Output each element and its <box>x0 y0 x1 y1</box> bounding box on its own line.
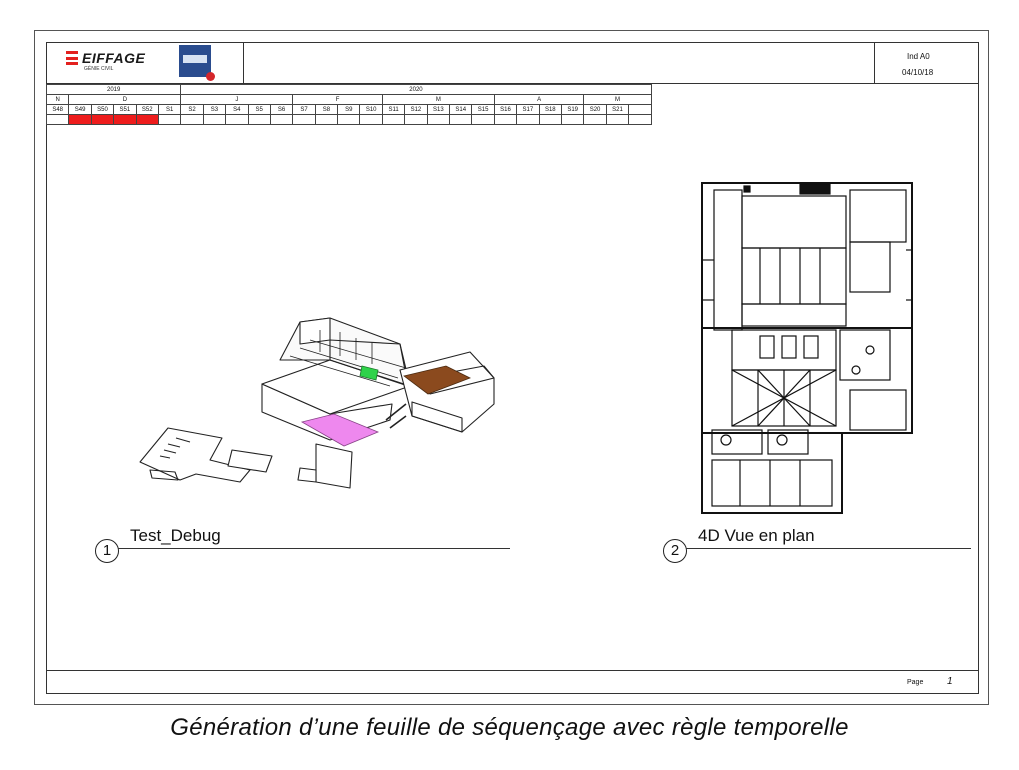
calendar-week-cell <box>628 104 652 115</box>
calendar-mark-cell <box>538 114 562 125</box>
calendar-mark-cell <box>404 114 428 125</box>
calendar-year-cell: 2020 <box>180 84 652 95</box>
figure-caption: Génération d’une feuille de séquençage a… <box>170 714 849 741</box>
calendar-mark-cell <box>583 114 607 125</box>
calendar-month-cell: M <box>583 94 652 105</box>
calendar-week-cell: S3 <box>202 104 227 115</box>
calendar-week-cell: S48 <box>45 104 70 115</box>
calendar-month-cell: M <box>381 94 495 105</box>
calendar-mark-cell <box>605 114 630 125</box>
calendar-week-cell: S51 <box>113 104 137 115</box>
eiffage-logo: EIFFAGE <box>66 50 145 66</box>
calendar-week-cell: S19 <box>560 104 585 115</box>
calendar-mark-cell <box>113 114 137 125</box>
calendar-week-cell: S17 <box>516 104 540 115</box>
calendar-month-cell: A <box>493 94 585 105</box>
calendar-week-cell: S16 <box>493 104 518 115</box>
calendar-mark-cell <box>45 114 70 125</box>
revision-index: Ind A0 <box>907 52 930 61</box>
calendar-mark-cell <box>68 114 92 125</box>
calendar-mark-cell <box>449 114 473 125</box>
calendar-week-cell: S20 <box>583 104 607 115</box>
calendar-mark-cell <box>180 114 204 125</box>
calendar-week-cell: S4 <box>225 104 249 115</box>
calendar-mark-cell <box>90 114 115 125</box>
calendar-mark-cell <box>359 114 383 125</box>
calendar-month-cell: J <box>180 94 294 105</box>
calendar-week-cell: S6 <box>269 104 294 115</box>
view-2-number: 2 <box>663 539 687 563</box>
view-2-title-line <box>686 548 971 550</box>
company-subtitle: GÉNIE CIVIL <box>84 66 114 72</box>
badge-dot-icon <box>206 72 215 81</box>
calendar-mark-cell <box>135 114 159 125</box>
calendar-mark-cell <box>516 114 540 125</box>
calendar-week-cell: S5 <box>247 104 271 115</box>
calendar-week-cell: S10 <box>359 104 383 115</box>
calendar-mark-cell <box>560 114 585 125</box>
calendar-mark-cell <box>247 114 271 125</box>
calendar-mark-cell <box>314 114 339 125</box>
calendar-week-cell: S15 <box>471 104 495 115</box>
page-label: Page <box>907 679 924 686</box>
calendar-mark-cell <box>426 114 451 125</box>
calendar-week-cell: S18 <box>538 104 562 115</box>
revision-date: 04/10/18 <box>902 68 934 77</box>
calendar-week-cell: S9 <box>337 104 361 115</box>
sheet-inner-frame <box>46 42 979 694</box>
view-1-title: Test_Debug <box>130 526 221 545</box>
view-2-title: 4D Vue en plan <box>698 526 815 545</box>
calendar-week-cell: S14 <box>449 104 473 115</box>
calendar-month-cell: F <box>292 94 383 105</box>
calendar-mark-cell <box>225 114 249 125</box>
revision-cell <box>874 42 979 84</box>
calendar-week-cell: S2 <box>180 104 204 115</box>
calendar-mark-cell <box>157 114 182 125</box>
eiffage-logo-mark-icon <box>66 51 78 65</box>
calendar-mark-cell <box>471 114 495 125</box>
calendar-mark-cell <box>628 114 652 125</box>
sheet-footer <box>46 670 979 694</box>
company-name: EIFFAGE <box>82 50 146 66</box>
calendar-week-cell: S49 <box>68 104 92 115</box>
page-number: 1 <box>947 676 953 687</box>
calendar-month-cell: N <box>45 94 70 105</box>
calendar-week-cell: S52 <box>135 104 159 115</box>
calendar-mark-cell <box>337 114 361 125</box>
calendar-month-cell: D <box>68 94 182 105</box>
calendar-week-cell: S8 <box>314 104 339 115</box>
calendar-mark-cell <box>381 114 406 125</box>
calendar-week-cell: S50 <box>90 104 115 115</box>
project-badge-icon <box>179 45 215 81</box>
logo-cell <box>46 42 244 84</box>
title-block-band <box>244 42 874 84</box>
view-1-number: 1 <box>95 539 119 563</box>
calendar-mark-cell <box>493 114 518 125</box>
calendar-year-cell: 2019 <box>45 84 182 95</box>
calendar-mark-cell <box>269 114 294 125</box>
calendar-week-cell: S7 <box>292 104 316 115</box>
calendar-week-cell: S12 <box>404 104 428 115</box>
view-1-title-line <box>118 548 510 550</box>
calendar-mark-cell <box>202 114 227 125</box>
calendar-week-cell: S21 <box>605 104 630 115</box>
calendar-marks-row <box>45 114 652 125</box>
calendar-week-cell: S11 <box>381 104 406 115</box>
calendar-mark-cell <box>292 114 316 125</box>
calendar-week-cell: S13 <box>426 104 451 115</box>
calendar-week-cell: S1 <box>157 104 182 115</box>
